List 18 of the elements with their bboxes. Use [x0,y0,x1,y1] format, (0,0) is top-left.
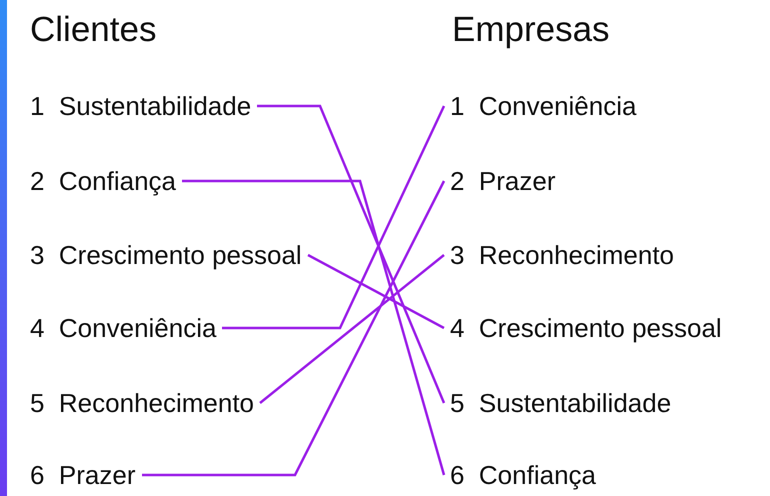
connector-line [257,104,446,404]
list-item: 3 Crescimento pessoal [28,239,304,271]
column-heading: Clientes [30,10,156,50]
connector-line [307,254,445,330]
list-item: 3 Reconhecimento [448,239,676,271]
list-item: 5 Reconhecimento [28,387,256,419]
column-heading: Empresas [452,10,610,50]
list-item: 6 Confiança [448,459,598,491]
list-item: 4 Conveniência [28,312,218,344]
list-item: 4 Crescimento pessoal [448,312,724,344]
list-item: 6 Prazer [28,459,138,491]
list-item: 2 Confiança [28,165,178,197]
connector-line [222,105,446,330]
list-item: 5 Sustentabilidade [448,387,674,419]
list-item: 1 Conveniência [448,90,638,122]
list-item: 1 Sustentabilidade [28,90,254,122]
connector-line [259,254,445,404]
list-item: 2 Prazer [448,165,558,197]
